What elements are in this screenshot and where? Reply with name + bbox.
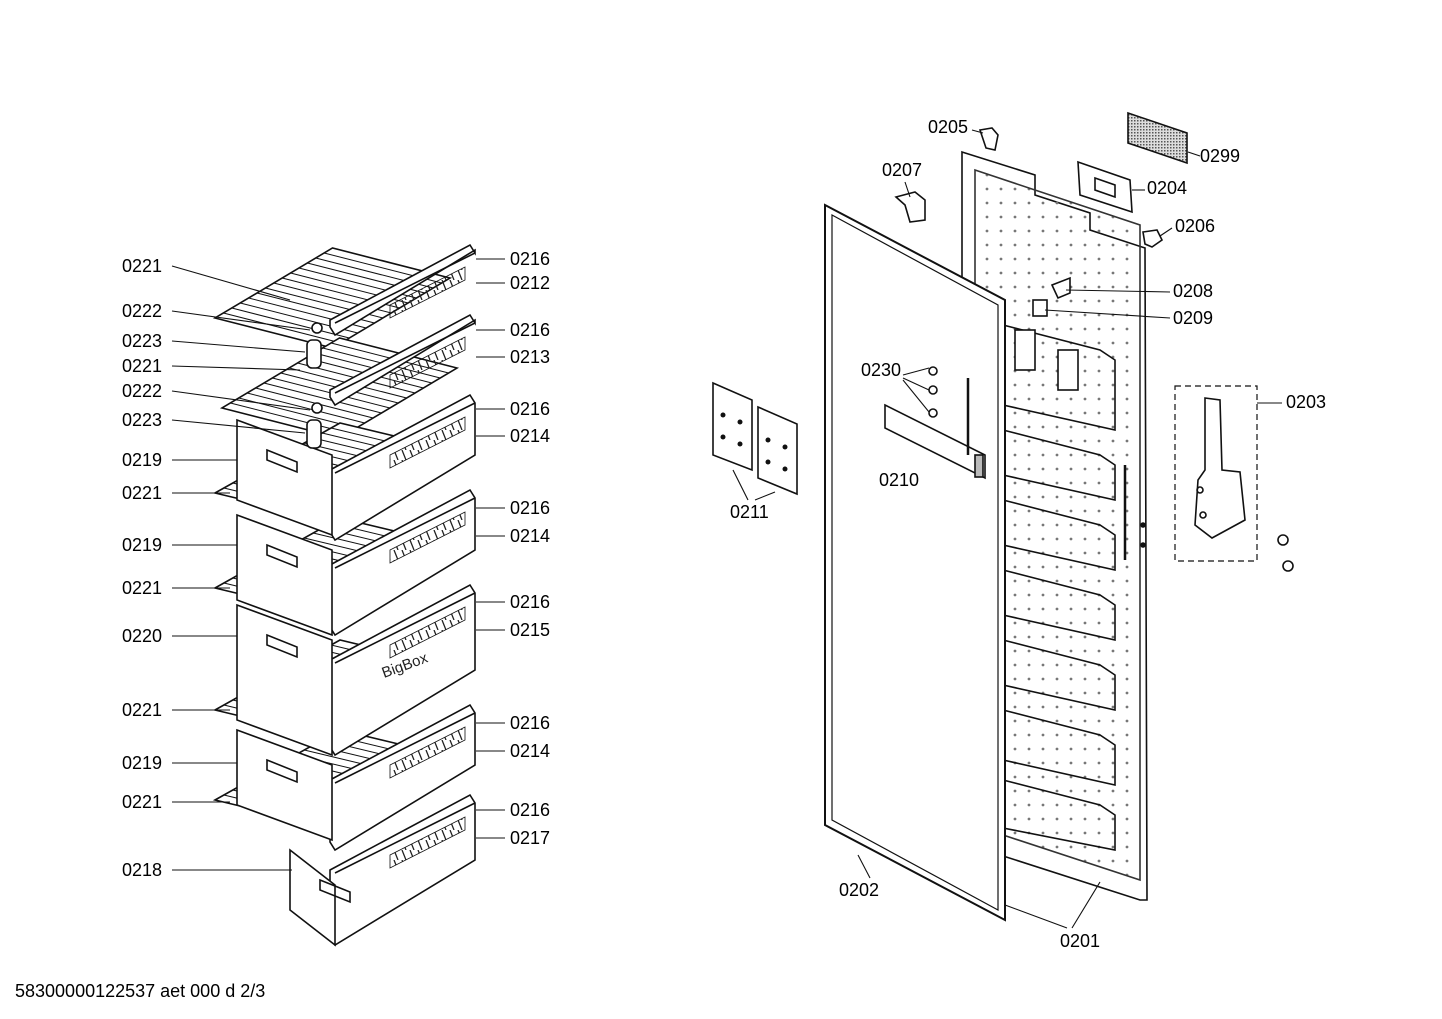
- hinge-0203: [1194, 397, 1246, 539]
- right-part-label: 0216: [510, 249, 550, 269]
- label-0209: 0209: [1173, 308, 1213, 328]
- drawer-tub: [236, 603, 333, 757]
- clip-0206: [1142, 229, 1164, 248]
- label-0208: 0208: [1173, 281, 1213, 301]
- left-part-label: 0219: [122, 753, 162, 773]
- left-part-label: 0223: [122, 410, 162, 430]
- right-part-label: 0214: [510, 426, 550, 446]
- label-0299: [1127, 111, 1188, 165]
- right-part-label: 0216: [510, 800, 550, 820]
- bracket-0223: [306, 419, 322, 449]
- right-part-label: 0217: [510, 828, 550, 848]
- label-0210: 0210: [879, 470, 919, 490]
- door-assembly: [712, 111, 1294, 929]
- left-part-label: 0222: [122, 381, 162, 401]
- drawer-front: [329, 243, 476, 337]
- label-0201: 0201: [1060, 931, 1100, 951]
- drawer-front: [329, 393, 476, 542]
- clip-0208: [1050, 276, 1071, 300]
- right-part-label: 0216: [510, 399, 550, 419]
- left-part-label: 0221: [122, 578, 162, 598]
- right-part-label: 0215: [510, 620, 550, 640]
- clip-0222: [311, 402, 323, 414]
- bracket-0223: [306, 339, 322, 369]
- left-label-column: 0221 0222 0223 0221 0222 0223 0219 0221 0219 0221…: [122, 256, 311, 880]
- clip-0207: [894, 191, 926, 223]
- label-0204: 0204: [1147, 178, 1187, 198]
- hinge-box: [1174, 385, 1258, 562]
- left-part-label: 0219: [122, 450, 162, 470]
- right-part-label: 0216: [510, 320, 550, 340]
- handle-strip: [884, 403, 986, 480]
- right-part-label: 0216: [510, 592, 550, 612]
- drawer-tub: [289, 848, 351, 947]
- left-part-label: 0221: [122, 483, 162, 503]
- drawer-front: [329, 313, 476, 407]
- right-label-column: 0216 0212 0216 0213 0216 0214 0216 0214 0216 0215…: [476, 249, 550, 848]
- screw-a: [1277, 534, 1289, 546]
- drawer-front: [329, 703, 476, 852]
- right-part-label: 0214: [510, 741, 550, 761]
- drawer-tub: [236, 513, 333, 637]
- clip-0209: [1032, 299, 1048, 317]
- left-part-label: 0221: [122, 792, 162, 812]
- left-part-label: 0223: [122, 331, 162, 351]
- left-part-label: 0221: [122, 256, 162, 276]
- right-part-label: 0216: [510, 498, 550, 518]
- clip-0222: [311, 322, 323, 334]
- label-0230: 0230: [861, 360, 901, 380]
- drawer-front: [329, 488, 476, 637]
- label-0211: 0211: [730, 502, 769, 522]
- shelf-drawer-assembly: [212, 243, 476, 947]
- right-part-label: 0216: [510, 713, 550, 733]
- left-part-label: 0218: [122, 860, 162, 880]
- door-gasket: [824, 203, 1006, 922]
- right-part-label: 0212: [510, 273, 550, 293]
- left-part-label: 0221: [122, 700, 162, 720]
- label-0206: 0206: [1175, 216, 1215, 236]
- screw-b: [1282, 560, 1294, 572]
- screws-0230: [928, 366, 938, 418]
- label-0203: 0203: [1286, 392, 1326, 412]
- footer-code: 58300000122537 aet 000 d 2/3: [15, 981, 265, 1001]
- drawer-front: [329, 793, 476, 947]
- left-part-label: 0221: [122, 356, 162, 376]
- left-part-label: 0220: [122, 626, 162, 646]
- ice-packs: [712, 381, 798, 496]
- drawer-tub: [236, 418, 333, 537]
- label-0299: 0299: [1200, 146, 1240, 166]
- right-part-label: 0214: [510, 526, 550, 546]
- door-labels: 0205 0207 0299 0204 0206 0208 0209 0230 …: [730, 117, 1326, 951]
- clip-0205: [978, 127, 999, 151]
- label-0202: 0202: [839, 880, 879, 900]
- label-0207: 0207: [882, 160, 922, 180]
- left-part-label: 0222: [122, 301, 162, 321]
- drawer-tub: [236, 728, 333, 842]
- label-0205: 0205: [928, 117, 968, 137]
- right-part-label: 0213: [510, 347, 550, 367]
- left-part-label: 0219: [122, 535, 162, 555]
